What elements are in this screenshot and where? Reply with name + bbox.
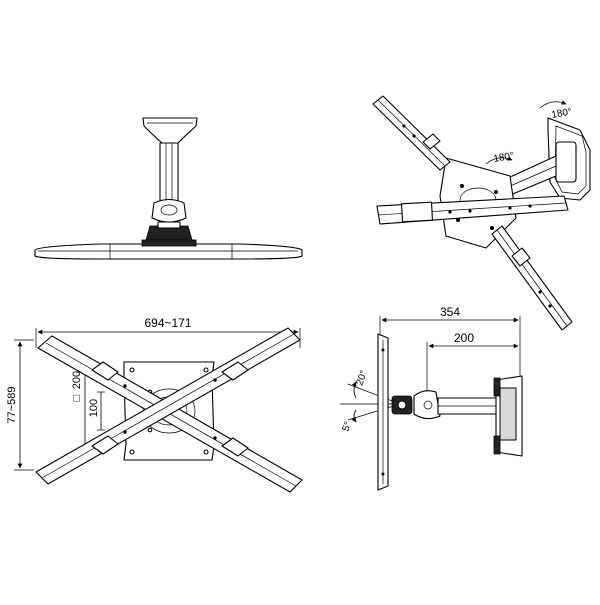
front-view: 694~171 77~589 □ 200 100 [6,316,303,493]
iso-arm-horizontal [376,195,569,225]
top-view [34,117,303,260]
side-tilt-up-arrow [351,381,357,399]
front-vesa-inner-label: 100 [88,399,100,417]
top-view-arm-bar [34,243,303,260]
side-view: 354 200 20° 5° [340,305,523,491]
side-tilt-down-label: 5° [340,420,354,433]
iso-arm-upper-left [372,95,451,171]
iso-swivel-wall-arrow [539,100,567,109]
side-depth-label: 354 [440,305,460,319]
iso-swivel-head-arrow [485,156,513,165]
top-view-column [159,142,179,204]
side-arm-joint [413,390,441,420]
front-vesa-outer-label: 200 [71,371,83,389]
iso-swivel-wall-label: 180° [551,107,573,121]
front-width-label: 694~171 [144,316,191,330]
iso-arm-lower-right [491,225,573,331]
side-arm-label: 200 [454,331,474,345]
iso-arm [507,155,557,197]
front-height-label: 77~589 [6,386,18,423]
side-tilt-up-label: 20° [354,369,370,387]
iso-view: 180° 180° [372,95,591,331]
top-view-joint [151,198,187,223]
top-view-wall-cap [142,117,198,144]
side-tilt-down-arrow [351,409,357,423]
iso-swivel-head-label: 180° [493,151,515,165]
front-vesa-outer-symbol: □ [71,394,83,401]
front-arm-ascending [35,327,301,485]
